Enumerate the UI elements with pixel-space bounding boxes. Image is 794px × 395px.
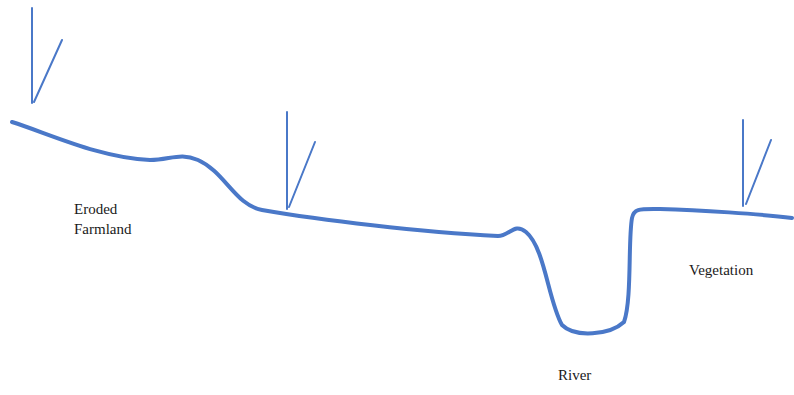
rain-arrow xyxy=(743,120,771,206)
rain-arrow xyxy=(32,8,62,103)
river-label: River xyxy=(558,365,638,385)
ground-line xyxy=(12,122,792,333)
region-label: Eroded Farmland xyxy=(74,199,154,239)
rain-arrow xyxy=(287,112,315,209)
region-label: Vegetation xyxy=(689,260,789,280)
